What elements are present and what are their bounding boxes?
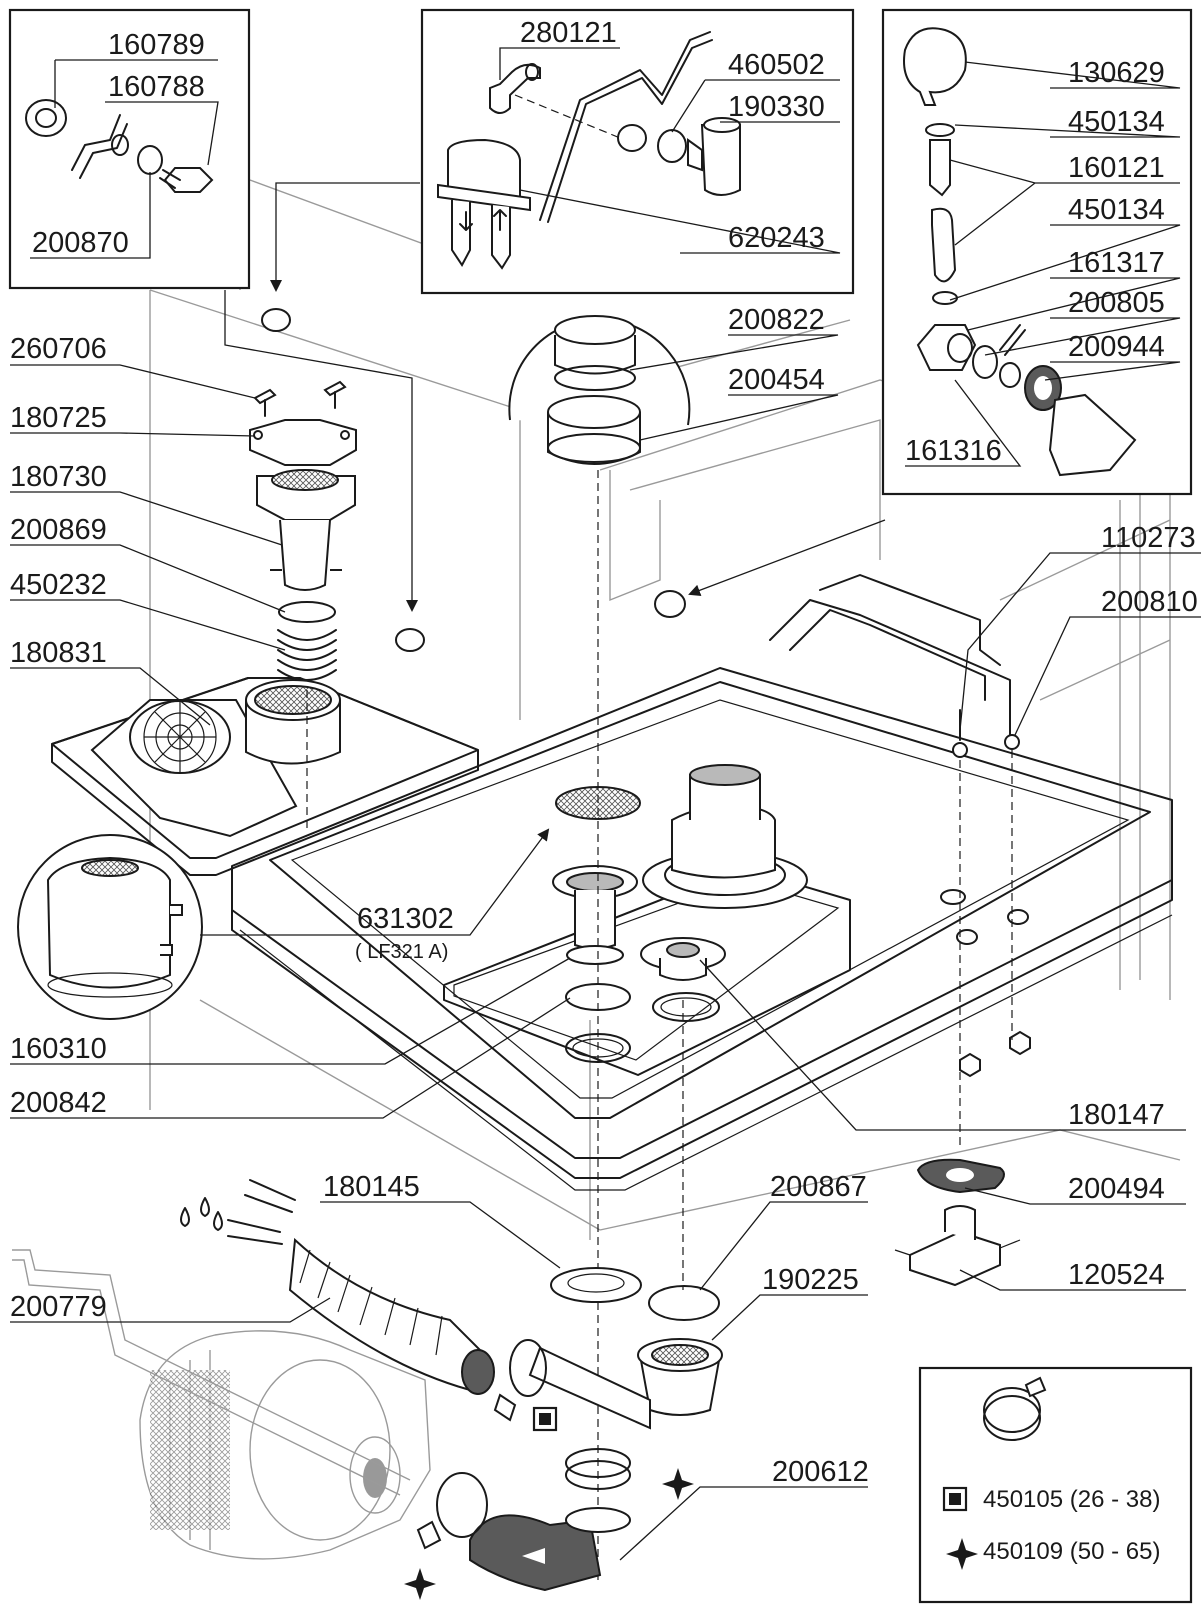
level-fitting: [640, 937, 726, 1022]
tank-basin: [231, 574, 1173, 1191]
inset-vent-box: [420, 8, 855, 295]
clamp-markers: [404, 1406, 694, 1600]
callout-180725: 180725: [10, 402, 107, 434]
callout-161316: 161316: [905, 435, 1002, 467]
callout-450232: 450232: [10, 569, 107, 601]
plug-right: [654, 590, 686, 618]
callout-260706: 260706: [10, 333, 107, 365]
routing-arrows: [200, 182, 886, 936]
callout-180147: 180147: [1068, 1099, 1165, 1131]
callout-120524: 120524: [1068, 1259, 1165, 1291]
callout-631302: 631302: [357, 903, 454, 935]
callout-200869: 200869: [10, 514, 107, 546]
filter-tray: [51, 677, 479, 876]
callout-631302-note: ( LF321 A): [355, 941, 448, 963]
star-symbol-icon: [946, 1538, 978, 1570]
callout-460502: 460502: [728, 49, 825, 81]
overflow-stack: [249, 380, 357, 681]
callout-200454: 200454: [728, 364, 825, 396]
callout-280121: 280121: [520, 17, 617, 49]
callout-190225: 190225: [762, 1264, 859, 1296]
detail-circle-filter: [17, 834, 203, 1020]
callout-200810: 200810: [1101, 586, 1198, 618]
callout-450134-top: 450134: [1068, 106, 1165, 138]
callout-160789: 160789: [108, 29, 205, 61]
callout-200779: 200779: [10, 1291, 107, 1323]
clamp-legend: 450105 (26 - 38) 450109 (50 - 65): [918, 1366, 1193, 1604]
callout-200822: 200822: [728, 304, 825, 336]
legend-star-item: 450109 (50 - 65): [983, 1538, 1160, 1565]
callout-leaders: [10, 47, 1201, 1561]
callout-130629: 130629: [1068, 57, 1165, 89]
callout-200805: 200805: [1068, 287, 1165, 319]
callout-200870: 200870: [32, 227, 129, 259]
pump: [12, 1249, 431, 1560]
plug-left-upper: [261, 308, 291, 332]
callout-190330: 190330: [728, 91, 825, 123]
callout-180145: 180145: [323, 1171, 420, 1203]
drain-fitting-stack: [552, 865, 638, 1063]
callout-200944: 200944: [1068, 331, 1165, 363]
callout-labels: 160789 160788 200870 280121 460502 19033…: [10, 17, 1198, 1488]
legend-square-item: 450105 (26 - 38): [983, 1486, 1160, 1513]
callout-160788: 160788: [108, 71, 205, 103]
callout-180831: 180831: [10, 637, 107, 669]
callout-200494: 200494: [1068, 1173, 1165, 1205]
callout-200842: 200842: [10, 1087, 107, 1119]
plug-left-lower: [395, 628, 425, 652]
callout-110273: 110273: [1101, 522, 1196, 554]
callout-200612: 200612: [772, 1456, 869, 1488]
callout-160310: 160310: [10, 1033, 107, 1065]
pressure-switch: [894, 1158, 1021, 1287]
callout-161317: 161317: [1068, 247, 1165, 279]
drain-hose-assembly: [180, 1179, 723, 1592]
overflow-pipe: [642, 764, 808, 909]
callout-180730: 180730: [10, 461, 107, 493]
callout-160121: 160121: [1068, 152, 1165, 184]
inset-airbreak-box: [881, 8, 1193, 496]
callout-620243: 620243: [728, 222, 825, 254]
detail-circle-cap: [508, 315, 691, 465]
callout-450134-bottom: 450134: [1068, 194, 1165, 226]
callout-200867: 200867: [770, 1171, 867, 1203]
